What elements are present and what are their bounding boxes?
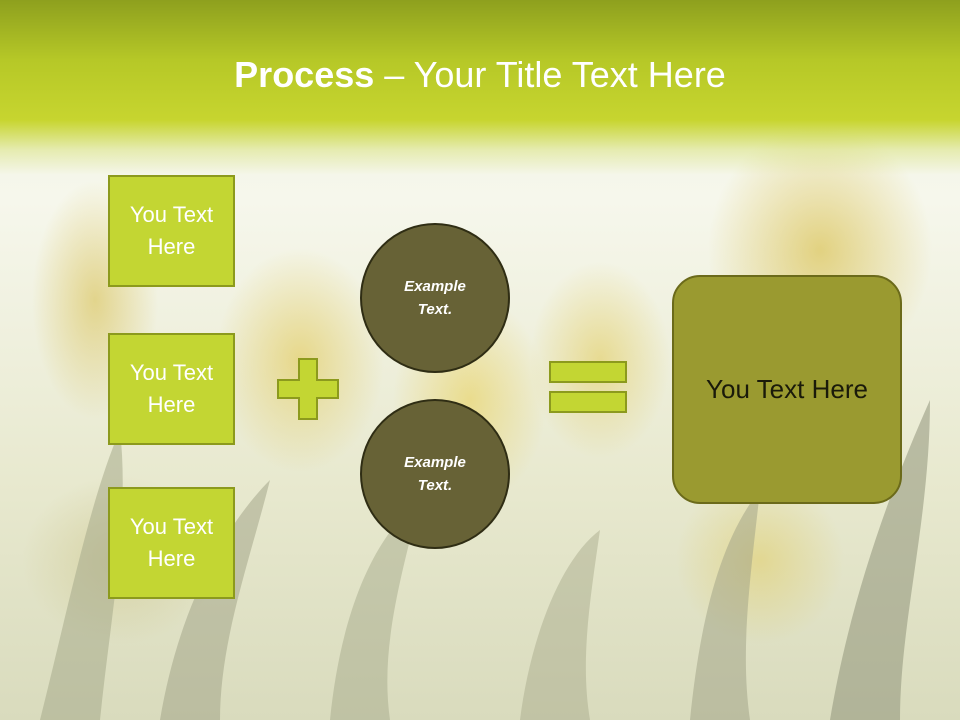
text-box-3-label: You Text Here: [129, 514, 214, 571]
plus-icon: [277, 358, 339, 420]
text-box-3: You Text Here: [108, 487, 235, 599]
slide-title: Process – Your Title Text Here: [0, 52, 960, 98]
example-circle-1: Example Text.: [360, 223, 510, 373]
text-box-1-label: You Text Here: [129, 202, 214, 259]
text-box-2-label: You Text Here: [129, 360, 214, 417]
result-box-label: You Text Here: [706, 374, 868, 404]
example-circle-2: Example Text.: [360, 399, 510, 549]
example-circle-1-label: Example Text.: [404, 278, 466, 318]
title-rest: – Your Title Text Here: [374, 54, 726, 95]
header-band: [0, 0, 960, 175]
text-box-2: You Text Here: [108, 333, 235, 445]
title-bold: Process: [234, 54, 375, 95]
text-box-1: You Text Here: [108, 175, 235, 287]
equals-icon: [549, 361, 627, 413]
result-box: You Text Here: [672, 275, 902, 504]
example-circle-2-label: Example Text.: [404, 454, 466, 494]
